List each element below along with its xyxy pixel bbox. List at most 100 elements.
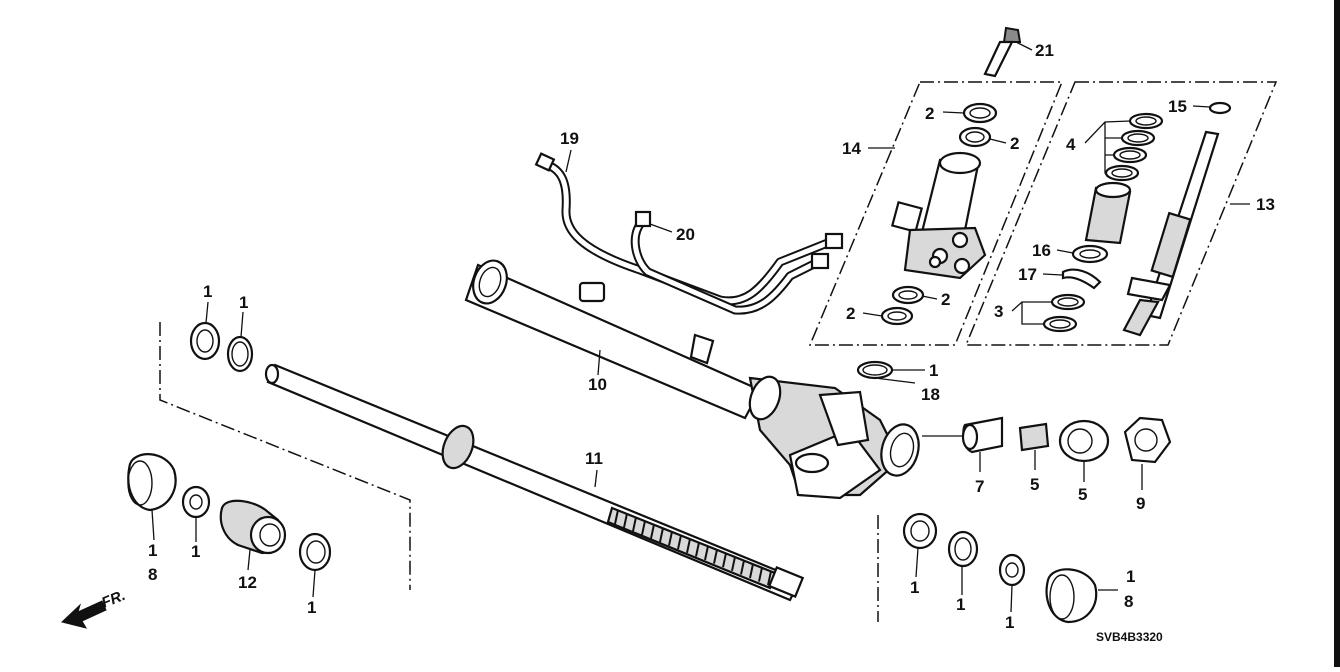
- seal-ring: [880, 306, 914, 326]
- rack-tooth: [749, 563, 754, 579]
- callout-2: 2: [925, 104, 934, 123]
- callout-2: 2: [941, 290, 950, 309]
- boot-band-8: [1045, 568, 1098, 624]
- callout-19: 19: [560, 129, 579, 148]
- rack-tooth: [704, 545, 709, 561]
- locknut-9: [1123, 416, 1172, 464]
- rack-tooth: [686, 538, 691, 554]
- callout-2: 2: [1010, 134, 1019, 153]
- callout-5: 5: [1030, 475, 1039, 494]
- left-top-seals[interactable]: [189, 321, 254, 373]
- bushing-1: [998, 553, 1026, 587]
- valve-body-assembly[interactable]: [856, 102, 998, 380]
- rack-tooth: [614, 509, 619, 525]
- callout-5: 5: [1078, 485, 1087, 504]
- assembly-frames: [159, 81, 1278, 622]
- callout-13: 13: [1256, 195, 1275, 214]
- frame-left-seals: [159, 322, 411, 590]
- callout-1: 1: [1126, 567, 1135, 586]
- mount-hole: [794, 452, 830, 474]
- callout-1: 1: [203, 282, 212, 301]
- seal-ring: [891, 285, 925, 305]
- callout-14: 14: [842, 139, 861, 158]
- rack-tooth: [713, 549, 718, 564]
- callout-1: 1: [956, 595, 965, 614]
- oil-seal-1: [902, 512, 938, 550]
- housing-clip: [689, 333, 715, 365]
- seal-1: [947, 530, 979, 568]
- rack-tooth: [632, 516, 637, 532]
- callout-17: 17: [1018, 265, 1037, 284]
- rack-tooth: [722, 552, 727, 568]
- callout-10: 10: [588, 375, 607, 394]
- snap-ring-17: [1061, 268, 1102, 290]
- frame-pinion-13: [964, 81, 1278, 346]
- rack-shaft[interactable]: [264, 363, 805, 602]
- bolt-21: [983, 40, 1014, 78]
- rack-left-tip: [264, 363, 280, 385]
- seal-ring: [962, 102, 998, 124]
- rack-housing[interactable]: [464, 256, 924, 500]
- callout-16: 16: [1032, 241, 1051, 260]
- callout-labels: 1 1 2 2 2 2 1 18 14 21 15 4 16 17 3 13 1…: [148, 41, 1275, 632]
- lower-left-parts[interactable]: [127, 453, 332, 572]
- rack-tooth: [677, 534, 682, 550]
- callout-4: 4: [1066, 135, 1076, 154]
- callout-20: 20: [676, 225, 695, 244]
- rack-right-end: [767, 566, 805, 598]
- callout-1: 1: [239, 293, 248, 312]
- seal-16: [1071, 244, 1109, 264]
- leader-lines: [151, 41, 1250, 613]
- rack-tooth: [695, 542, 700, 557]
- rack-tooth: [650, 524, 655, 539]
- callout-2: 2: [846, 304, 855, 323]
- callout-18: 18: [921, 385, 940, 404]
- housing-tube: [464, 263, 762, 420]
- callout-1: 1: [191, 542, 200, 561]
- pinion-assembly[interactable]: [983, 26, 1232, 337]
- rack-tooth: [767, 570, 772, 586]
- callout-21: 21: [1035, 41, 1054, 60]
- callout-15: 15: [1168, 97, 1187, 116]
- callout-1: 1: [307, 598, 316, 617]
- pinion-gear: [1122, 298, 1160, 337]
- callout-12: 12: [238, 573, 257, 592]
- guide-parts[interactable]: [961, 416, 1172, 464]
- callout-1: 1: [148, 541, 157, 560]
- diagram-code: SVB4B3320: [1096, 630, 1163, 644]
- seal-1: [189, 321, 221, 361]
- right-edge-border: [1334, 0, 1340, 667]
- callout-7: 7: [975, 477, 984, 496]
- rack-tooth: [668, 531, 673, 546]
- lower-right-parts[interactable]: [902, 512, 1098, 624]
- gearbox-neck: [818, 390, 870, 447]
- housing-connector: [578, 281, 606, 303]
- seal-15: [1208, 101, 1232, 115]
- spring-5: [1018, 422, 1050, 452]
- rack-tooth: [659, 527, 664, 543]
- rack-tooth: [758, 567, 763, 582]
- guide-screw-5: [1058, 419, 1110, 463]
- callout-1: 1: [1005, 613, 1014, 632]
- fluid-lines[interactable]: [534, 152, 844, 315]
- rack-tooth: [740, 560, 745, 575]
- callout-9: 9: [1136, 494, 1145, 513]
- seal-ring: [958, 126, 992, 148]
- callout-8: 8: [1124, 592, 1133, 611]
- bolt-head-21: [1002, 26, 1022, 43]
- rack-piston: [441, 424, 475, 470]
- callout-1: 1: [929, 361, 938, 380]
- front-label: FR.: [99, 587, 128, 612]
- front-arrow: FR.: [60, 587, 128, 629]
- pinion-spline: [1150, 211, 1192, 279]
- callout-8: 8: [148, 565, 157, 584]
- callout-11: 11: [585, 449, 603, 468]
- callout-1: 1: [910, 578, 919, 597]
- pinion-bearing: [1126, 276, 1172, 302]
- rack-tooth: [623, 513, 628, 528]
- rack-teeth-lines: [614, 509, 772, 586]
- callout-3: 3: [994, 302, 1003, 321]
- rack-tooth: [731, 556, 736, 572]
